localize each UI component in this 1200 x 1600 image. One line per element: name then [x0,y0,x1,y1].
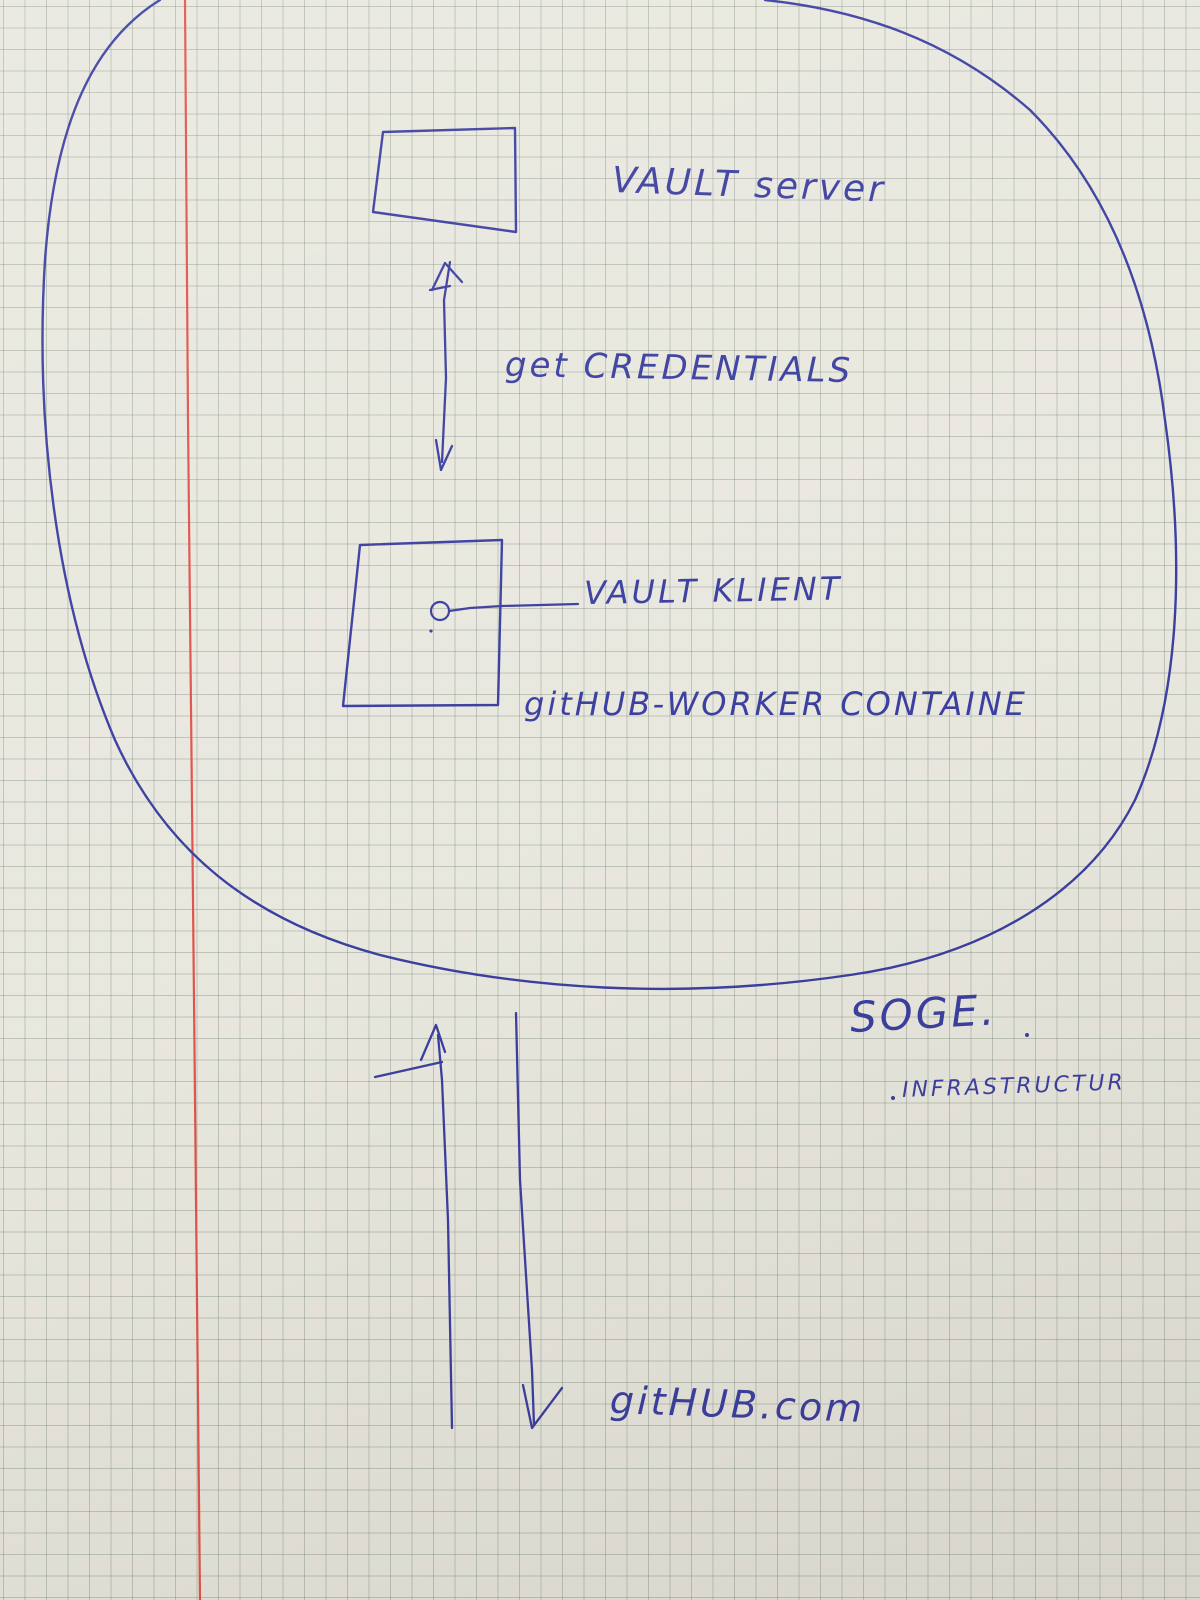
dot-marker [429,629,433,633]
github-com-label: gitHUB.com [609,1378,866,1431]
dot-marker [891,1096,895,1100]
margin-line [183,0,202,1600]
vault-client-circle [429,600,451,622]
vault-server-box [371,126,518,234]
soge-label: SOGE. [848,985,999,1042]
dot-marker [1025,1033,1029,1037]
credentials-arrow [440,260,452,464]
credentials-arrow-up-head [428,261,464,292]
up-arrow-head [373,1023,447,1079]
github-worker-container-label: gitHUB-WORKER CONTAINE [524,685,1028,723]
credentials-arrow-down-head [434,438,454,472]
infrastructure-boundary [41,0,1178,991]
get-credentials-label: get CREDENTIALS [504,345,854,392]
github-worker-container-box [341,538,504,708]
down-arrow-head [521,1383,564,1430]
down-arrow [514,1011,536,1427]
vault-client-label: VAULT KLIENT [583,569,843,612]
vault-client-connector [447,602,580,613]
up-arrow [436,1033,454,1430]
